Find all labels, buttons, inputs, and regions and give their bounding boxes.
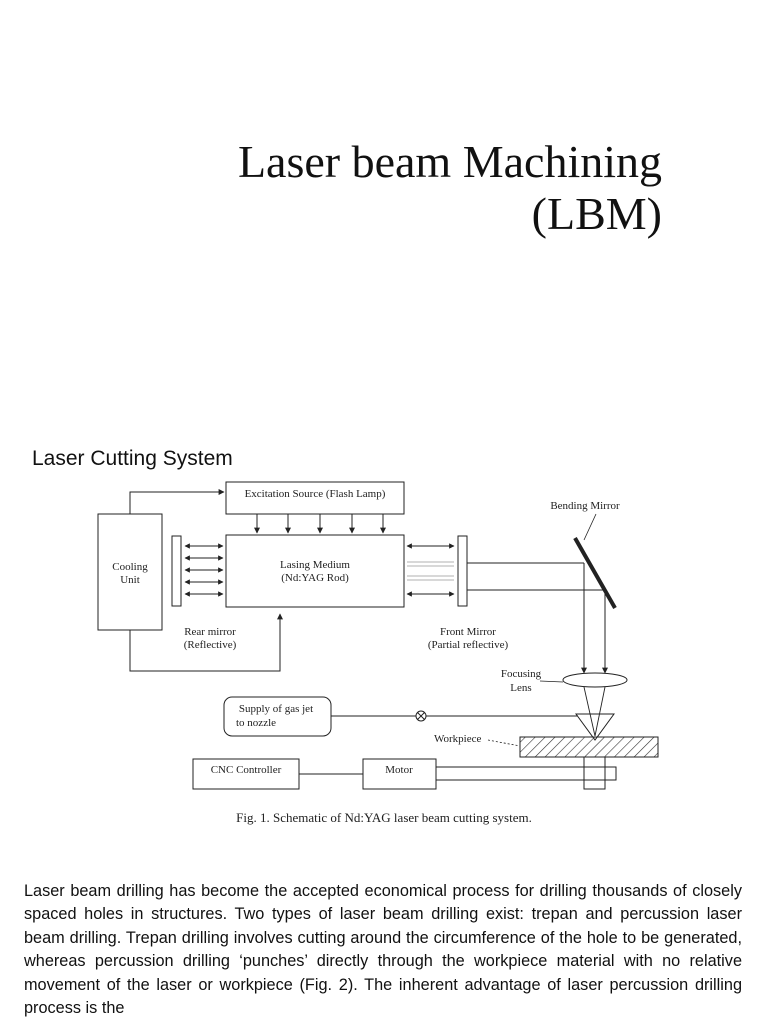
motor-label: Motor (385, 764, 413, 776)
front-mirror (457, 535, 468, 607)
cooling-label-1: Cooling (112, 561, 148, 573)
rear-mirror-label-1: Rear mirror (184, 626, 236, 638)
rear-mirror (171, 535, 182, 607)
figure-caption: Fig. 1. Schematic of Nd:YAG laser beam c… (236, 810, 532, 825)
gas-label-2: to nozzle (236, 717, 276, 729)
drive-shaft (435, 766, 617, 781)
rear-arrows (184, 543, 224, 597)
bending-mirror-pointer (583, 513, 597, 541)
lasing-label-2: (Nd:YAG Rod) (281, 572, 349, 584)
rear-mirror-label-2: (Reflective) (184, 639, 237, 651)
cooling-feed-line (129, 489, 225, 514)
output-beam (467, 562, 608, 674)
gas-line (331, 710, 578, 722)
section-heading: Laser Cutting System (32, 447, 233, 470)
workpiece-pointer (487, 739, 521, 747)
bending-mirror (573, 537, 617, 609)
focusing-label-1: Focusing (501, 668, 542, 680)
front-mirror-label-1: Front Mirror (440, 626, 496, 638)
workpiece (519, 736, 659, 758)
body-paragraph: Laser beam drilling has become the accep… (24, 882, 742, 1018)
workpiece-label: Workpiece (434, 733, 481, 745)
cooling-return-line (129, 613, 283, 672)
title-line-1: Laser beam Machining (237, 136, 662, 187)
converging-beam (583, 686, 606, 737)
excitation-source: Excitation Source (Flash Lamp) (225, 481, 405, 515)
excitation-label: Excitation Source (Flash Lamp) (245, 488, 386, 500)
front-mirror-label-2: (Partial reflective) (428, 639, 509, 651)
flash-lamp-arrows (254, 514, 386, 534)
front-arrows (406, 543, 455, 597)
lasing-medium: Lasing Medium (Nd:YAG Rod) (225, 534, 405, 608)
table-support (583, 756, 606, 790)
nozzle (575, 713, 615, 741)
cooling-label-2: Unit (120, 574, 140, 586)
inner-beam-lines (407, 561, 454, 581)
cnc-label: CNC Controller (211, 764, 282, 776)
page-title: Laser beam Machining (LBM) (102, 136, 662, 240)
valve-icon (415, 710, 427, 722)
cooling-unit: Cooling Unit (97, 513, 163, 631)
laser-cutting-schematic: Excitation Source (Flash Lamp) Cooling U… (97, 481, 659, 790)
bending-mirror-label: Bending Mirror (550, 500, 620, 512)
lasing-label-1: Lasing Medium (280, 559, 350, 571)
title-line-2: (LBM) (531, 188, 662, 239)
gas-label-1: Supply of gas jet (239, 703, 313, 715)
focusing-pointer (539, 680, 564, 683)
focusing-lens (562, 672, 628, 688)
focusing-label-2: Lens (510, 682, 531, 694)
